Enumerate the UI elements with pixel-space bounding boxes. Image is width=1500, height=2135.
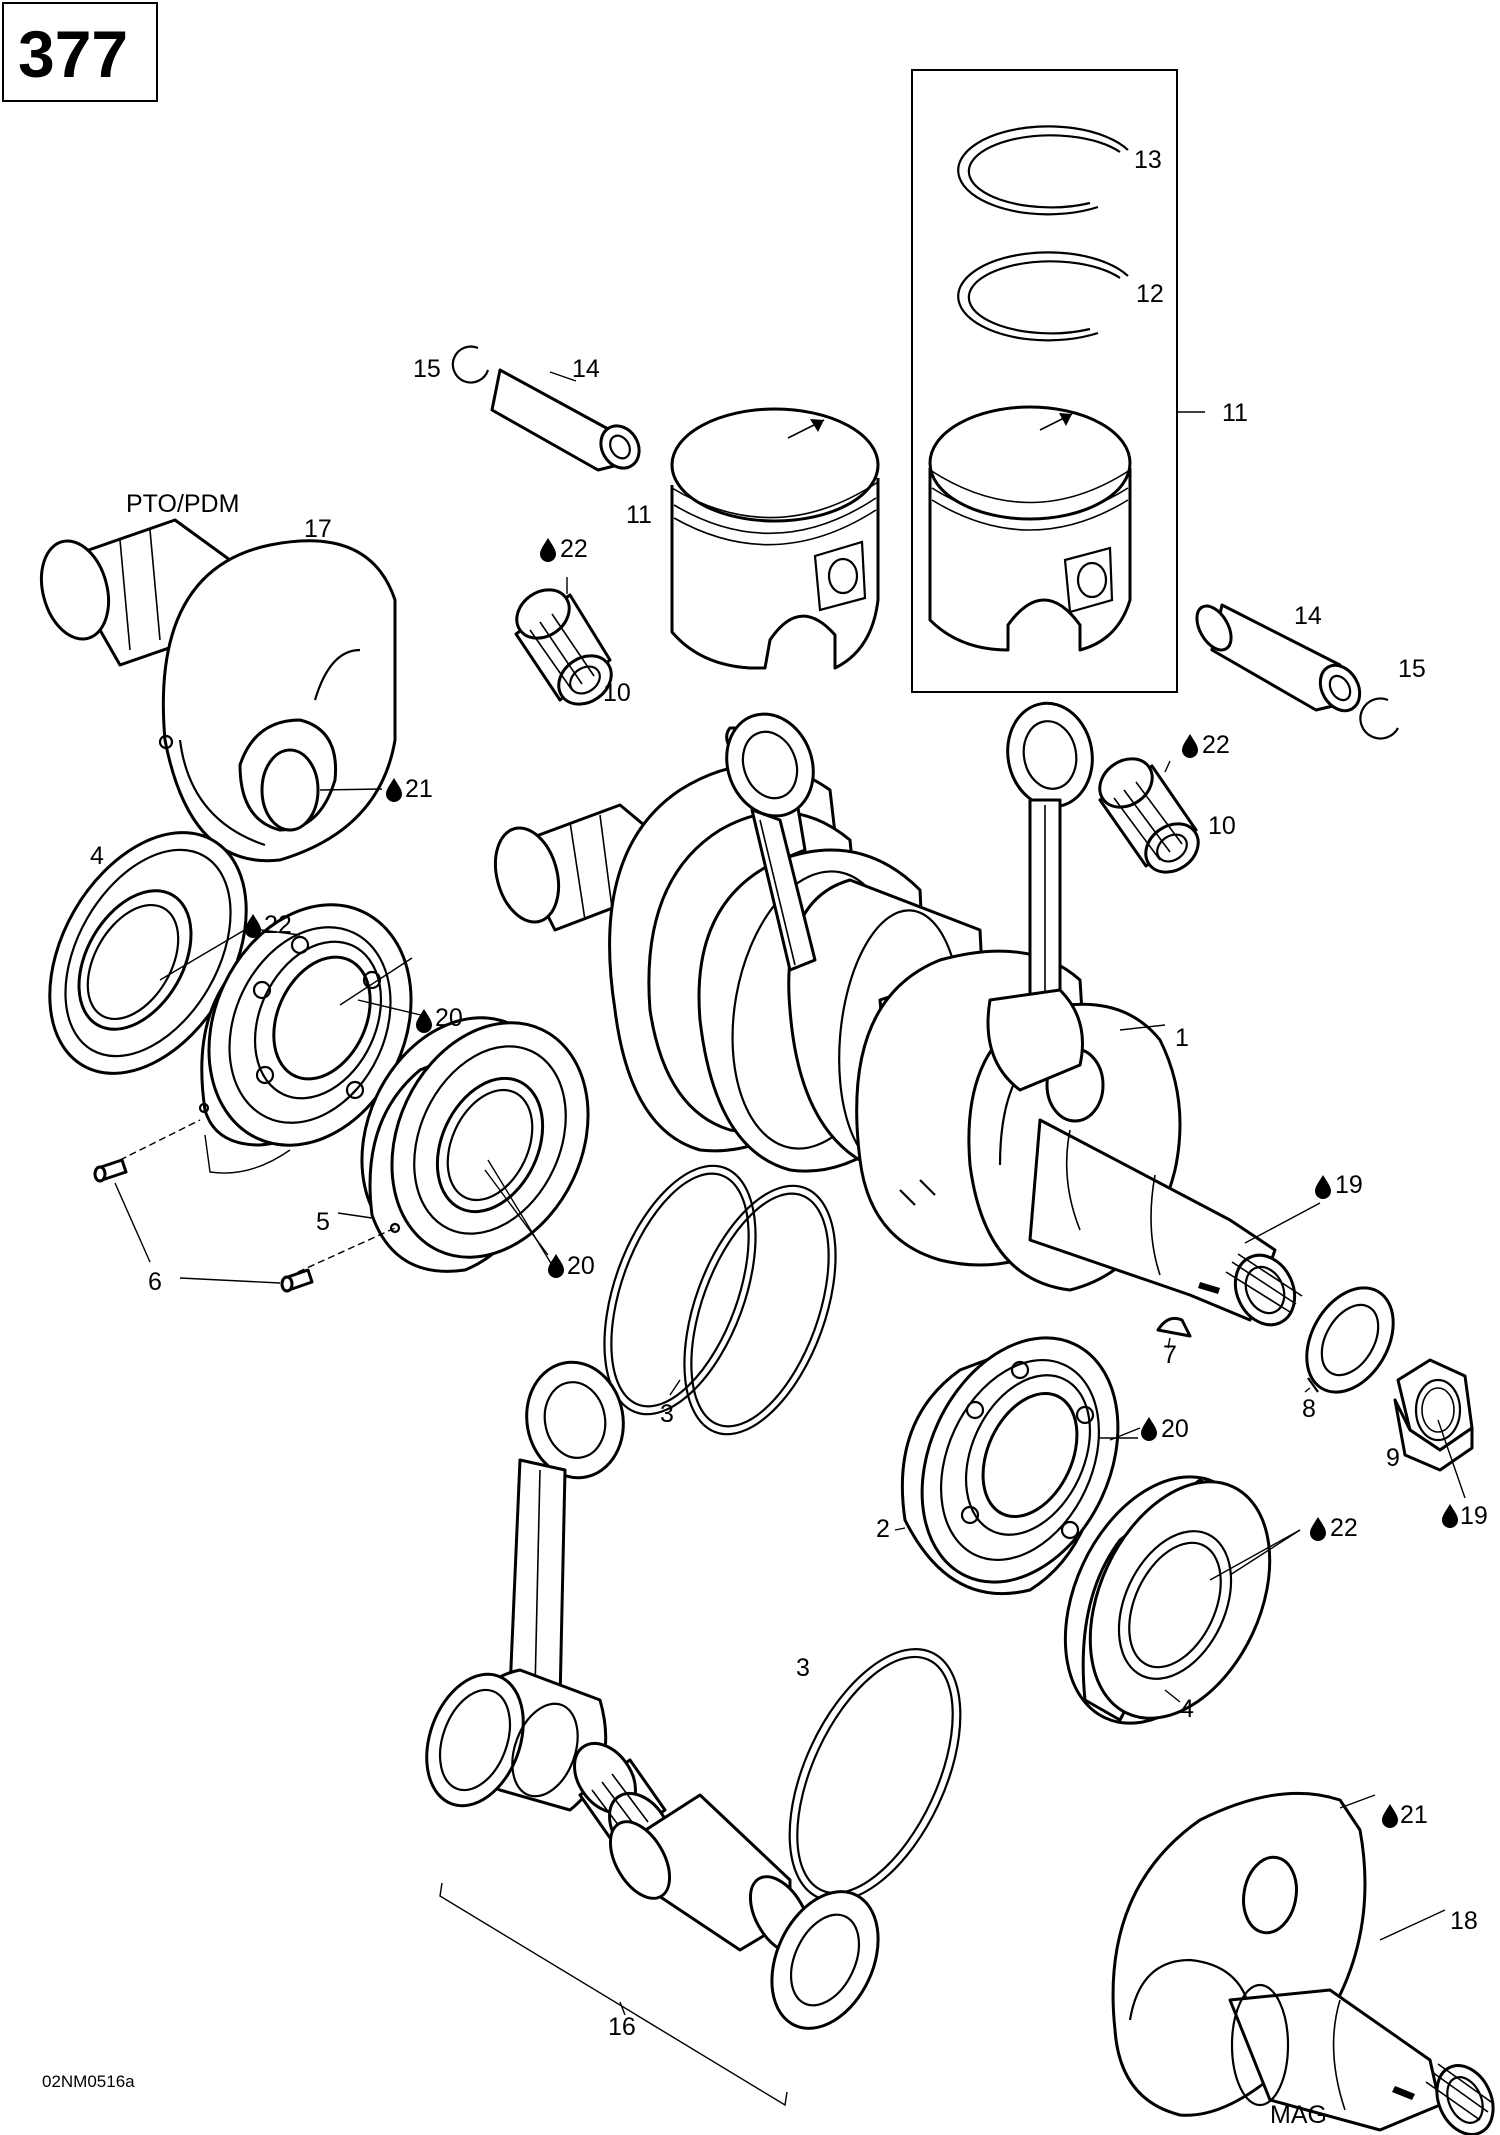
needle-bearing-10-right <box>1098 757 1200 874</box>
piston-ring-12 <box>957 251 1129 342</box>
oil-drop-icon <box>1310 1517 1326 1541</box>
o-ring-3-upper <box>603 1164 837 1436</box>
callout-22: 22 <box>560 535 588 563</box>
oil-drop-icon <box>416 1009 432 1033</box>
callout-10: 10 <box>603 679 631 707</box>
callout-14: 14 <box>572 355 600 383</box>
callout-10: 10 <box>1208 812 1236 840</box>
callout-3: 3 <box>796 1654 810 1682</box>
needle-bearing-10-left <box>514 577 613 706</box>
callout-22: 22 <box>1202 731 1230 759</box>
crankshaft-assembly-1 <box>493 701 1303 1327</box>
callout-13: 13 <box>1134 146 1162 174</box>
circlip-15-upper <box>451 345 490 384</box>
oil-drop-icon <box>1315 1175 1331 1199</box>
ball-bearing-5-right <box>360 1016 590 1273</box>
callout-21: 21 <box>405 775 433 803</box>
callout-5: 5 <box>316 1208 330 1236</box>
callout-7: 7 <box>1163 1341 1177 1369</box>
page-number-box: 377 <box>2 2 158 102</box>
callout-15: 15 <box>1398 655 1426 683</box>
piston-11 <box>670 407 880 670</box>
callout-15: 15 <box>413 355 441 383</box>
callout-18: 18 <box>1450 1907 1478 1935</box>
mag-label: MAG <box>1270 2101 1327 2129</box>
callout-17: 17 <box>304 515 332 543</box>
crankshaft-half-18 <box>1111 1791 1495 2135</box>
callout-22: 22 <box>264 911 292 939</box>
page-number: 377 <box>18 17 129 91</box>
drawing-code: 02NM0516a <box>42 2072 135 2091</box>
piston-ring-13 <box>957 125 1129 216</box>
piston-pin-14-right <box>1195 603 1362 713</box>
dowel-pin-6-upper <box>93 1158 128 1183</box>
piston-kit-piston <box>928 405 1132 652</box>
callout-11: 11 <box>1222 399 1248 427</box>
oil-drop-icon <box>386 778 402 802</box>
callout-1: 1 <box>1175 1024 1189 1052</box>
pto-label: PTO/PDM <box>126 490 239 518</box>
oil-drop-icon <box>1141 1417 1157 1441</box>
callout-2: 2 <box>876 1515 890 1543</box>
ball-bearing-2 <box>894 1336 1138 1596</box>
callout-22: 22 <box>1330 1514 1358 1542</box>
callout-19: 19 <box>1460 1502 1488 1530</box>
oil-drop-icon <box>1442 1504 1458 1528</box>
callout-4: 4 <box>90 842 104 870</box>
lock-washer-8 <box>1305 1286 1395 1394</box>
connecting-rod-assembly-16 <box>425 1360 880 2107</box>
oil-drop-icon <box>540 538 556 562</box>
callout-20: 20 <box>1161 1415 1189 1443</box>
callout-20: 20 <box>435 1004 463 1032</box>
oil-drop-icon <box>548 1254 564 1278</box>
callout-12: 12 <box>1136 280 1164 308</box>
oil-drop-icon <box>1382 1804 1398 1828</box>
oil-drop-icon <box>1182 734 1198 758</box>
callout-14: 14 <box>1294 602 1322 630</box>
callout-11: 11 <box>626 501 652 529</box>
callout-20: 20 <box>567 1252 595 1280</box>
callout-4: 4 <box>1180 1695 1194 1723</box>
oil-seal-4-right <box>1063 1475 1301 1725</box>
piston-kit-frame <box>911 69 1178 693</box>
ball-bearing-5-left <box>198 903 413 1147</box>
dowel-pin-6-lower <box>280 1268 314 1293</box>
callout-3: 3 <box>660 1400 674 1428</box>
woodruff-key-7 <box>1156 1316 1192 1338</box>
nut-9 <box>1393 1358 1474 1499</box>
callout-16: 16 <box>608 2013 636 2041</box>
callout-19: 19 <box>1335 1171 1363 1199</box>
callout-9: 9 <box>1386 1444 1400 1472</box>
callout-8: 8 <box>1302 1395 1316 1423</box>
piston-pin-14-upper <box>490 368 641 472</box>
circlip-15-right <box>1359 697 1399 740</box>
callout-21: 21 <box>1400 1801 1428 1829</box>
callout-6: 6 <box>148 1268 162 1296</box>
crankshaft-half-17 <box>39 518 397 863</box>
